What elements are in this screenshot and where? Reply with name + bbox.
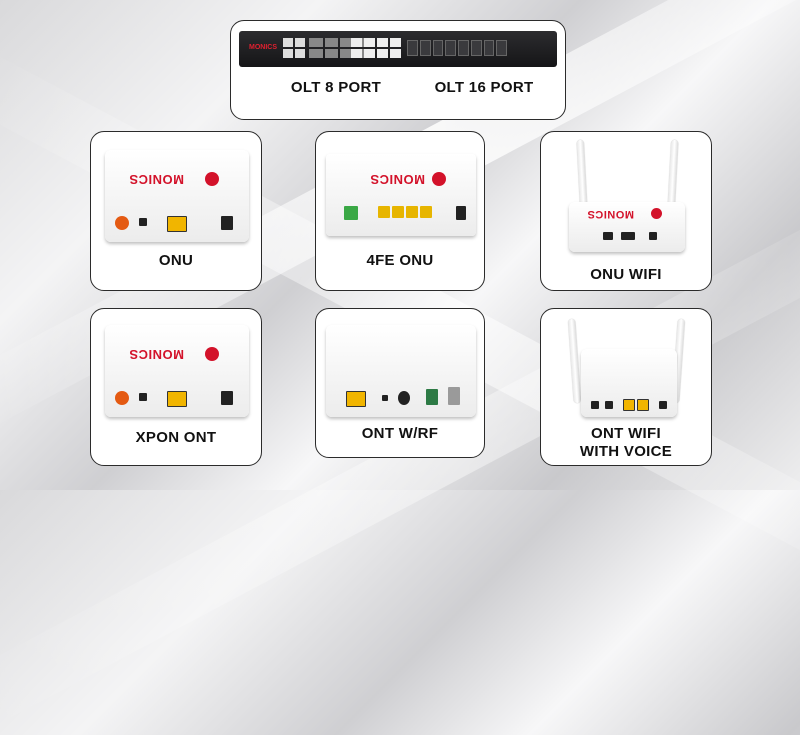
onu-wifi-brand-logo: MONICS: [587, 208, 634, 220]
ont-wrf-ethernet-port: [346, 391, 366, 407]
fe4-onu-device-image: MONICS: [326, 154, 476, 236]
olt-switch-image: MONICS: [239, 31, 557, 67]
xpon-ont-card[interactable]: MONICS XPON ONT: [90, 308, 262, 466]
xpon-ont-logo-mark: [205, 347, 219, 361]
ont-wifi-voice-lan-port-1: [623, 399, 635, 411]
ont-wifi-voice-port-1: [591, 401, 599, 409]
onu-wifi-device-image: MONICS: [569, 202, 685, 252]
onu-brand-logo: MONICS: [129, 172, 184, 187]
xpon-ont-ethernet-port: [167, 391, 187, 407]
fe4-onu-brand-logo: MONICS: [370, 172, 425, 187]
onu-wifi-power-port: [649, 232, 657, 240]
olt-16-port-label: OLT 16 PORT: [434, 79, 534, 96]
fe4-onu-lan-port-3: [406, 206, 418, 218]
ont-wrf-label: ONT W/RF: [361, 425, 439, 442]
fe4-onu-power-port: [456, 206, 466, 220]
onu-logo-mark: [205, 172, 219, 186]
fe4-onu-logo-mark: [432, 172, 446, 186]
ont-wifi-voice-power-port: [659, 401, 667, 409]
ont-wrf-button: [382, 395, 388, 401]
xpon-ont-device-image: MONICS: [105, 325, 249, 417]
xpon-ont-label: XPON ONT: [135, 429, 217, 446]
fe4-onu-lan-port-1: [378, 206, 390, 218]
ont-wifi-voice-card[interactable]: ONT WIFI WITH VOICE: [540, 308, 712, 466]
olt-sfp-ports: [309, 38, 369, 58]
onu-wifi-port-2: [621, 232, 635, 240]
olt-brand-logo: MONICS: [249, 44, 277, 51]
onu-button: [139, 218, 147, 226]
ont-wifi-voice-lan-port-2: [637, 399, 649, 411]
ont-wifi-voice-device-image: [581, 349, 677, 417]
onu-fiber-port: [115, 216, 129, 230]
onu-label: ONU: [158, 252, 194, 269]
fe4-onu-pon-port: [344, 206, 358, 220]
xpon-ont-button: [139, 393, 147, 401]
onu-card[interactable]: MONICS ONU: [90, 131, 262, 291]
ont-wifi-voice-label-line2: WITH VOICE: [579, 443, 673, 460]
xpon-ont-power-port: [221, 391, 233, 405]
fe4-onu-label: 4FE ONU: [366, 252, 434, 269]
ont-wrf-device-image: [326, 325, 476, 417]
fe4-onu-lan-port-4: [420, 206, 432, 218]
ont-wifi-voice-antenna-left: [568, 318, 581, 404]
olt-ethernet-ports: [351, 38, 401, 58]
onu-wifi-card[interactable]: MONICS ONU WIFI: [540, 131, 712, 291]
onu-device-image: MONICS: [105, 150, 249, 242]
onu-ethernet-port: [167, 216, 187, 232]
olt-ports-a: [283, 38, 305, 58]
onu-wifi-label: ONU WIFI: [590, 266, 662, 283]
olt-8-port-label: OLT 8 PORT: [290, 79, 382, 96]
olt-card[interactable]: MONICS OLT 8 PORT OLT 16 PORT: [230, 20, 566, 120]
xpon-ont-brand-logo: MONICS: [129, 347, 184, 362]
olt-pon-ports: [407, 40, 507, 56]
ont-wrf-pon-port: [426, 389, 438, 405]
ont-wrf-power-port: [398, 391, 410, 405]
onu-wifi-port-1: [603, 232, 613, 240]
ont-wrf-card[interactable]: ONT W/RF: [315, 308, 485, 458]
onu-wifi-logo-mark: [651, 208, 662, 219]
xpon-ont-fiber-port: [115, 391, 129, 405]
onu-power-port: [221, 216, 233, 230]
ont-wifi-voice-label-line1: ONT WIFI: [591, 425, 661, 442]
ont-wrf-rf-port: [448, 387, 460, 405]
fe4-onu-card[interactable]: MONICS 4FE ONU: [315, 131, 485, 291]
ont-wifi-voice-port-2: [605, 401, 613, 409]
fe4-onu-lan-port-2: [392, 206, 404, 218]
